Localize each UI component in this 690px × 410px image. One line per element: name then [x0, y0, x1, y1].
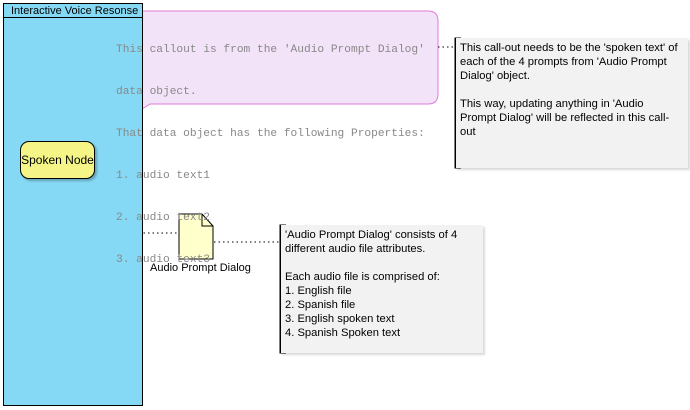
note-line: out	[460, 126, 476, 138]
callout-text: This callout is from the 'Audio Prompt D…	[116, 15, 434, 295]
spoken-node-label: Spoken Node	[21, 153, 94, 167]
annotation-note-top[interactable]: This call-out needs to be the 'spoken te…	[455, 38, 688, 168]
note-line: 1. English file	[285, 285, 352, 297]
note-line: each of the 4 prompts from 'Audio Prompt	[460, 56, 667, 68]
note-line: Each audio file is comprised of:	[285, 271, 440, 283]
note-line: 4. Spanish Spoken text	[285, 327, 401, 339]
callout-line: data object.	[116, 86, 197, 98]
swimlane-title: Interactive Voice Resonse	[4, 4, 142, 18]
note-gap	[460, 83, 684, 97]
note-line: Prompt Dialog' will be reflected in this…	[460, 112, 670, 124]
note-line: This way, updating anything in 'Audio	[460, 98, 644, 110]
spoken-node[interactable]: Spoken Node	[20, 141, 95, 179]
callout-line: 3. audio text3	[116, 254, 210, 266]
callout-line: This callout is from the 'Audio Prompt D…	[116, 44, 425, 56]
note-line: Dialog' object.	[460, 70, 530, 82]
note-line: This call-out needs to be the 'spoken te…	[460, 42, 678, 54]
callout-line: 2. audio text2	[116, 212, 210, 224]
note-line: 3. English spoken text	[285, 313, 395, 325]
callout-line: That data object has the following Prope…	[116, 128, 425, 140]
note-line: 'Audio Prompt Dialog' consists of 4	[285, 229, 458, 241]
annotation-note-bottom[interactable]: 'Audio Prompt Dialog' consists of 4 diff…	[280, 225, 483, 353]
data-object-label: Audio Prompt Dialog	[150, 262, 251, 274]
callout-line: 1. audio text1	[116, 170, 210, 182]
note-line: different audio file attributes.	[285, 243, 426, 255]
data-object-shape[interactable]	[178, 213, 214, 260]
note-gap	[285, 256, 479, 270]
note-line: 2. Spanish file	[285, 299, 356, 311]
swimlane-ivr[interactable]: Interactive Voice Resonse	[3, 3, 143, 406]
